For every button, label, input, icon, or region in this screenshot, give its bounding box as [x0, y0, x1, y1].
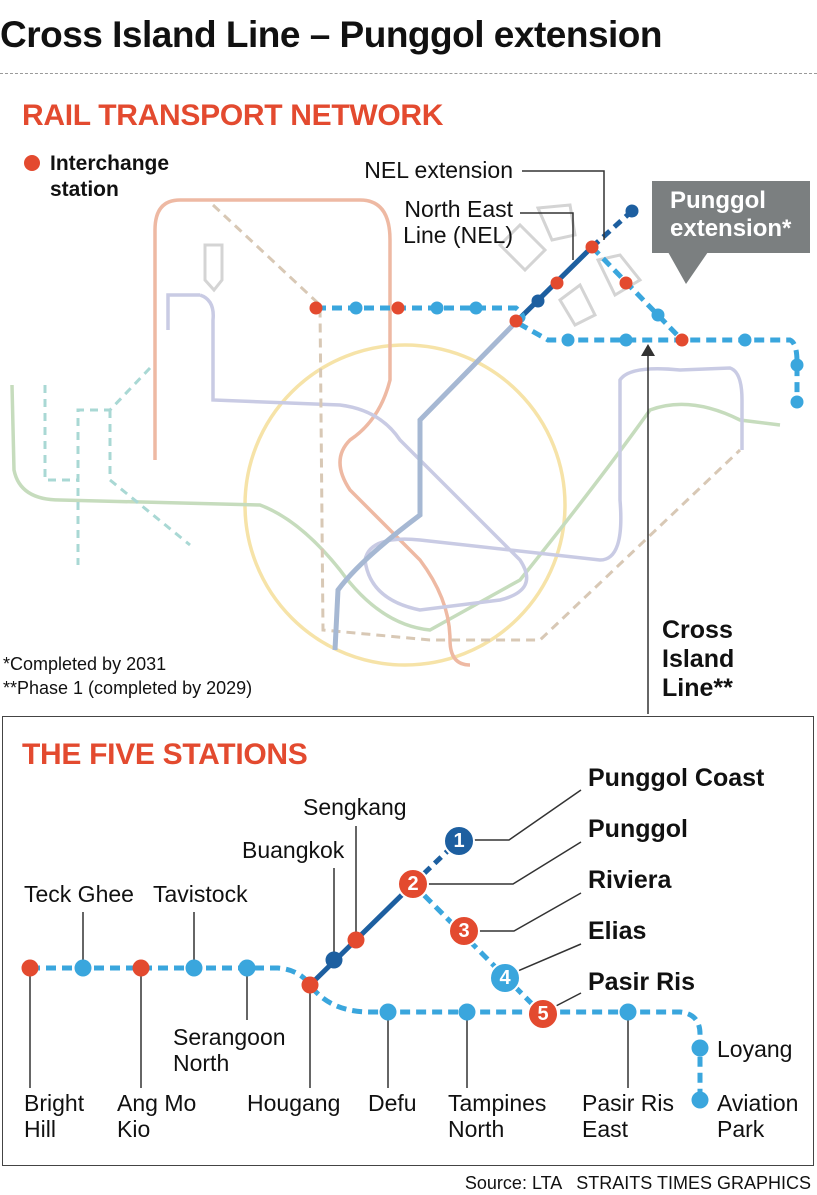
north-east-line — [332, 245, 594, 651]
riviera-label: Riviera — [588, 866, 672, 894]
page-title: Cross Island Line – Punggol extension — [0, 14, 663, 55]
station-dot — [651, 308, 665, 322]
station-dot — [430, 301, 444, 315]
north-east-line-label: North East Line (NEL) — [403, 196, 513, 248]
nel-extension-line — [590, 209, 634, 249]
cross-island-line-segment — [30, 965, 703, 1100]
cross-island-line — [316, 305, 800, 402]
elias-label: Elias — [588, 917, 647, 945]
bright-hill-label: Bright Hill — [24, 1090, 85, 1142]
station-dot — [790, 395, 804, 409]
hougang-dot — [301, 976, 319, 994]
station-dot — [561, 333, 575, 347]
north-south-line — [153, 198, 471, 667]
interchange-dot — [509, 314, 523, 328]
interchange-dot — [619, 276, 633, 290]
serangoon-north-label: Serangoon North — [173, 1024, 286, 1076]
station-dot — [469, 301, 483, 315]
interchange-dot — [585, 240, 599, 254]
pasir-ris-east-label: Pasir Ris East — [582, 1090, 675, 1142]
serangoon-north-dot — [238, 959, 256, 977]
tampines-north-dot — [458, 1003, 476, 1021]
interchange-dot — [391, 301, 405, 315]
title-divider — [0, 73, 817, 74]
tavistock-dot — [185, 959, 203, 977]
callout-pointer — [668, 252, 708, 284]
interchange-dot — [309, 301, 323, 315]
station-1-marker: 1 — [443, 825, 475, 857]
five-stations-panel — [2, 716, 814, 1166]
network-stations — [309, 204, 804, 409]
ang-mo-kio-dot — [132, 959, 150, 977]
defu-dot — [379, 1003, 397, 1021]
punggol-extension-segment — [411, 882, 544, 1016]
cross-island-line-label: Cross Island Line** — [662, 616, 735, 702]
station-dot — [531, 294, 545, 308]
station-dot — [738, 333, 752, 347]
sengkang-dot — [347, 931, 365, 949]
source-credit: Source: LTA STRAITS TIMES GRAPHICS — [464, 1173, 811, 1193]
station-dot — [625, 204, 639, 218]
jurong-region-line — [43, 366, 191, 565]
station-dot — [349, 301, 363, 315]
teck-ghee-dot — [74, 959, 92, 977]
station-3-marker: 3 — [448, 915, 480, 947]
tavistock-label: Tavistock — [153, 881, 248, 907]
pasir-ris-label: Pasir Ris — [588, 968, 696, 996]
station-2-marker: 2 — [397, 868, 429, 900]
note-2029: **Phase 1 (completed by 2029) — [3, 678, 253, 698]
interchange-dot — [550, 276, 564, 290]
buangkok-label: Buangkok — [242, 837, 345, 863]
thomson-east-coast-line — [211, 203, 742, 642]
station-dot — [619, 333, 633, 347]
station-dot — [790, 358, 804, 372]
pasir-ris-east-dot — [619, 1003, 637, 1021]
aviation-park-label: Aviation Park — [717, 1090, 799, 1142]
punggol-extension-line — [590, 245, 684, 342]
defu-label: Defu — [368, 1090, 417, 1116]
east-west-line — [10, 384, 781, 632]
note-2031: *Completed by 2031 — [3, 654, 167, 674]
sengkang-label: Sengkang — [303, 794, 407, 820]
loyang-label: Loyang — [717, 1036, 793, 1062]
aviation-park-dot — [691, 1091, 709, 1109]
station-4-marker: 4 — [489, 962, 521, 994]
punggol-extension-callout: Punggol extension* — [652, 181, 810, 253]
bright-hill-dot — [21, 959, 39, 977]
five-stations-dots — [21, 931, 709, 1109]
nel-extension-label: NEL extension — [364, 157, 513, 183]
interchange-legend-label: Interchange station — [50, 152, 170, 201]
tampines-north-label: Tampines North — [448, 1090, 547, 1142]
buangkok-dot — [325, 951, 343, 969]
interchange-dot — [675, 333, 689, 347]
interchange-legend-dot — [24, 155, 40, 171]
hougang-label: Hougang — [247, 1090, 341, 1116]
ang-mo-kio-label: Ang Mo Kio — [117, 1090, 197, 1142]
network-map — [10, 170, 804, 714]
station-5-marker: 5 — [527, 998, 559, 1030]
network-heading: RAIL TRANSPORT NETWORK — [22, 99, 444, 132]
teck-ghee-label: Teck Ghee — [24, 881, 134, 907]
loyang-dot — [691, 1039, 709, 1057]
notes: *Completed by 2031 **Phase 1 (completed … — [3, 652, 252, 700]
punggol-label: Punggol — [588, 815, 688, 843]
five-stations-heading: THE FIVE STATIONS — [22, 738, 308, 771]
punggol-coast-label: Punggol Coast — [588, 764, 765, 792]
